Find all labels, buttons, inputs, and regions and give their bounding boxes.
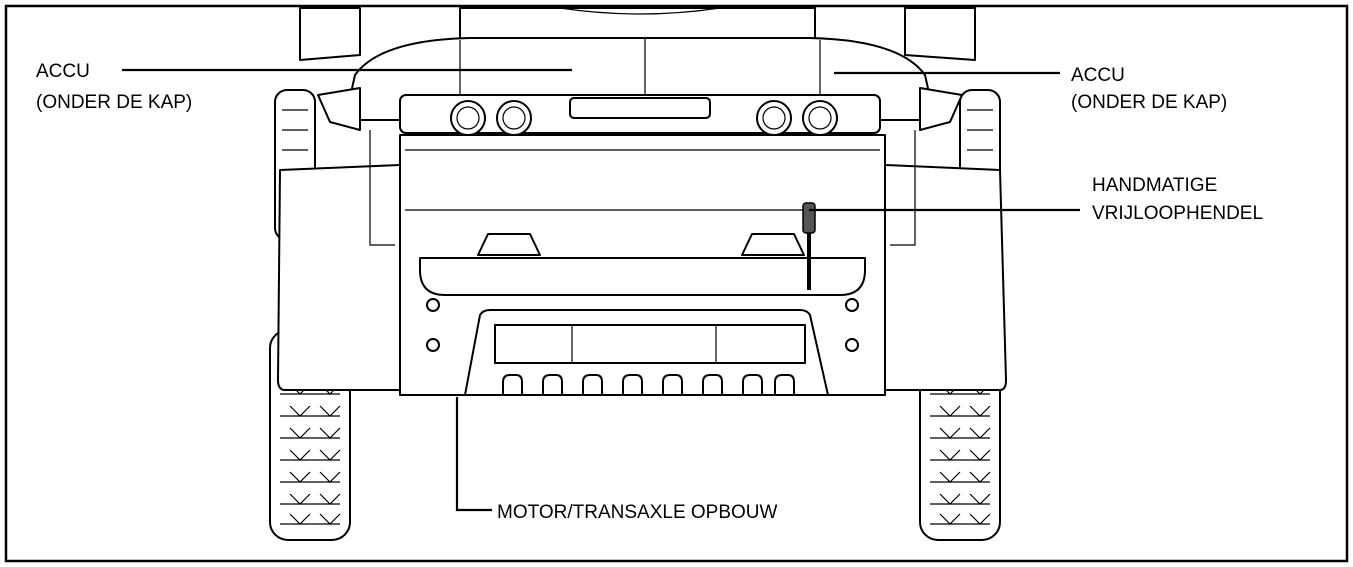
label-battery-right-line1: ACCU (1071, 65, 1125, 86)
rear-bumper (464, 309, 829, 396)
label-freewheel-line2: VRIJLOOPHENDEL (1092, 203, 1263, 224)
leader-motor-transaxle (455, 397, 492, 512)
label-battery-left-line2: (ONDER DE KAP) (36, 92, 192, 113)
leader-lines (122, 68, 1080, 512)
label-freewheel-line1: HANDMATIGE (1092, 175, 1217, 196)
diagram-frame (4, 4, 1349, 563)
seat-top (299, 7, 976, 61)
rear-handle (419, 233, 866, 296)
rear-lights (399, 94, 881, 136)
label-battery-right-line2: (ONDER DE KAP) (1071, 92, 1227, 113)
body-bolts (426, 298, 859, 352)
label-battery-left-line1: ACCU (36, 61, 90, 82)
label-motor-transaxle: MOTOR/TRANSAXLE OPBOUW (497, 502, 778, 523)
